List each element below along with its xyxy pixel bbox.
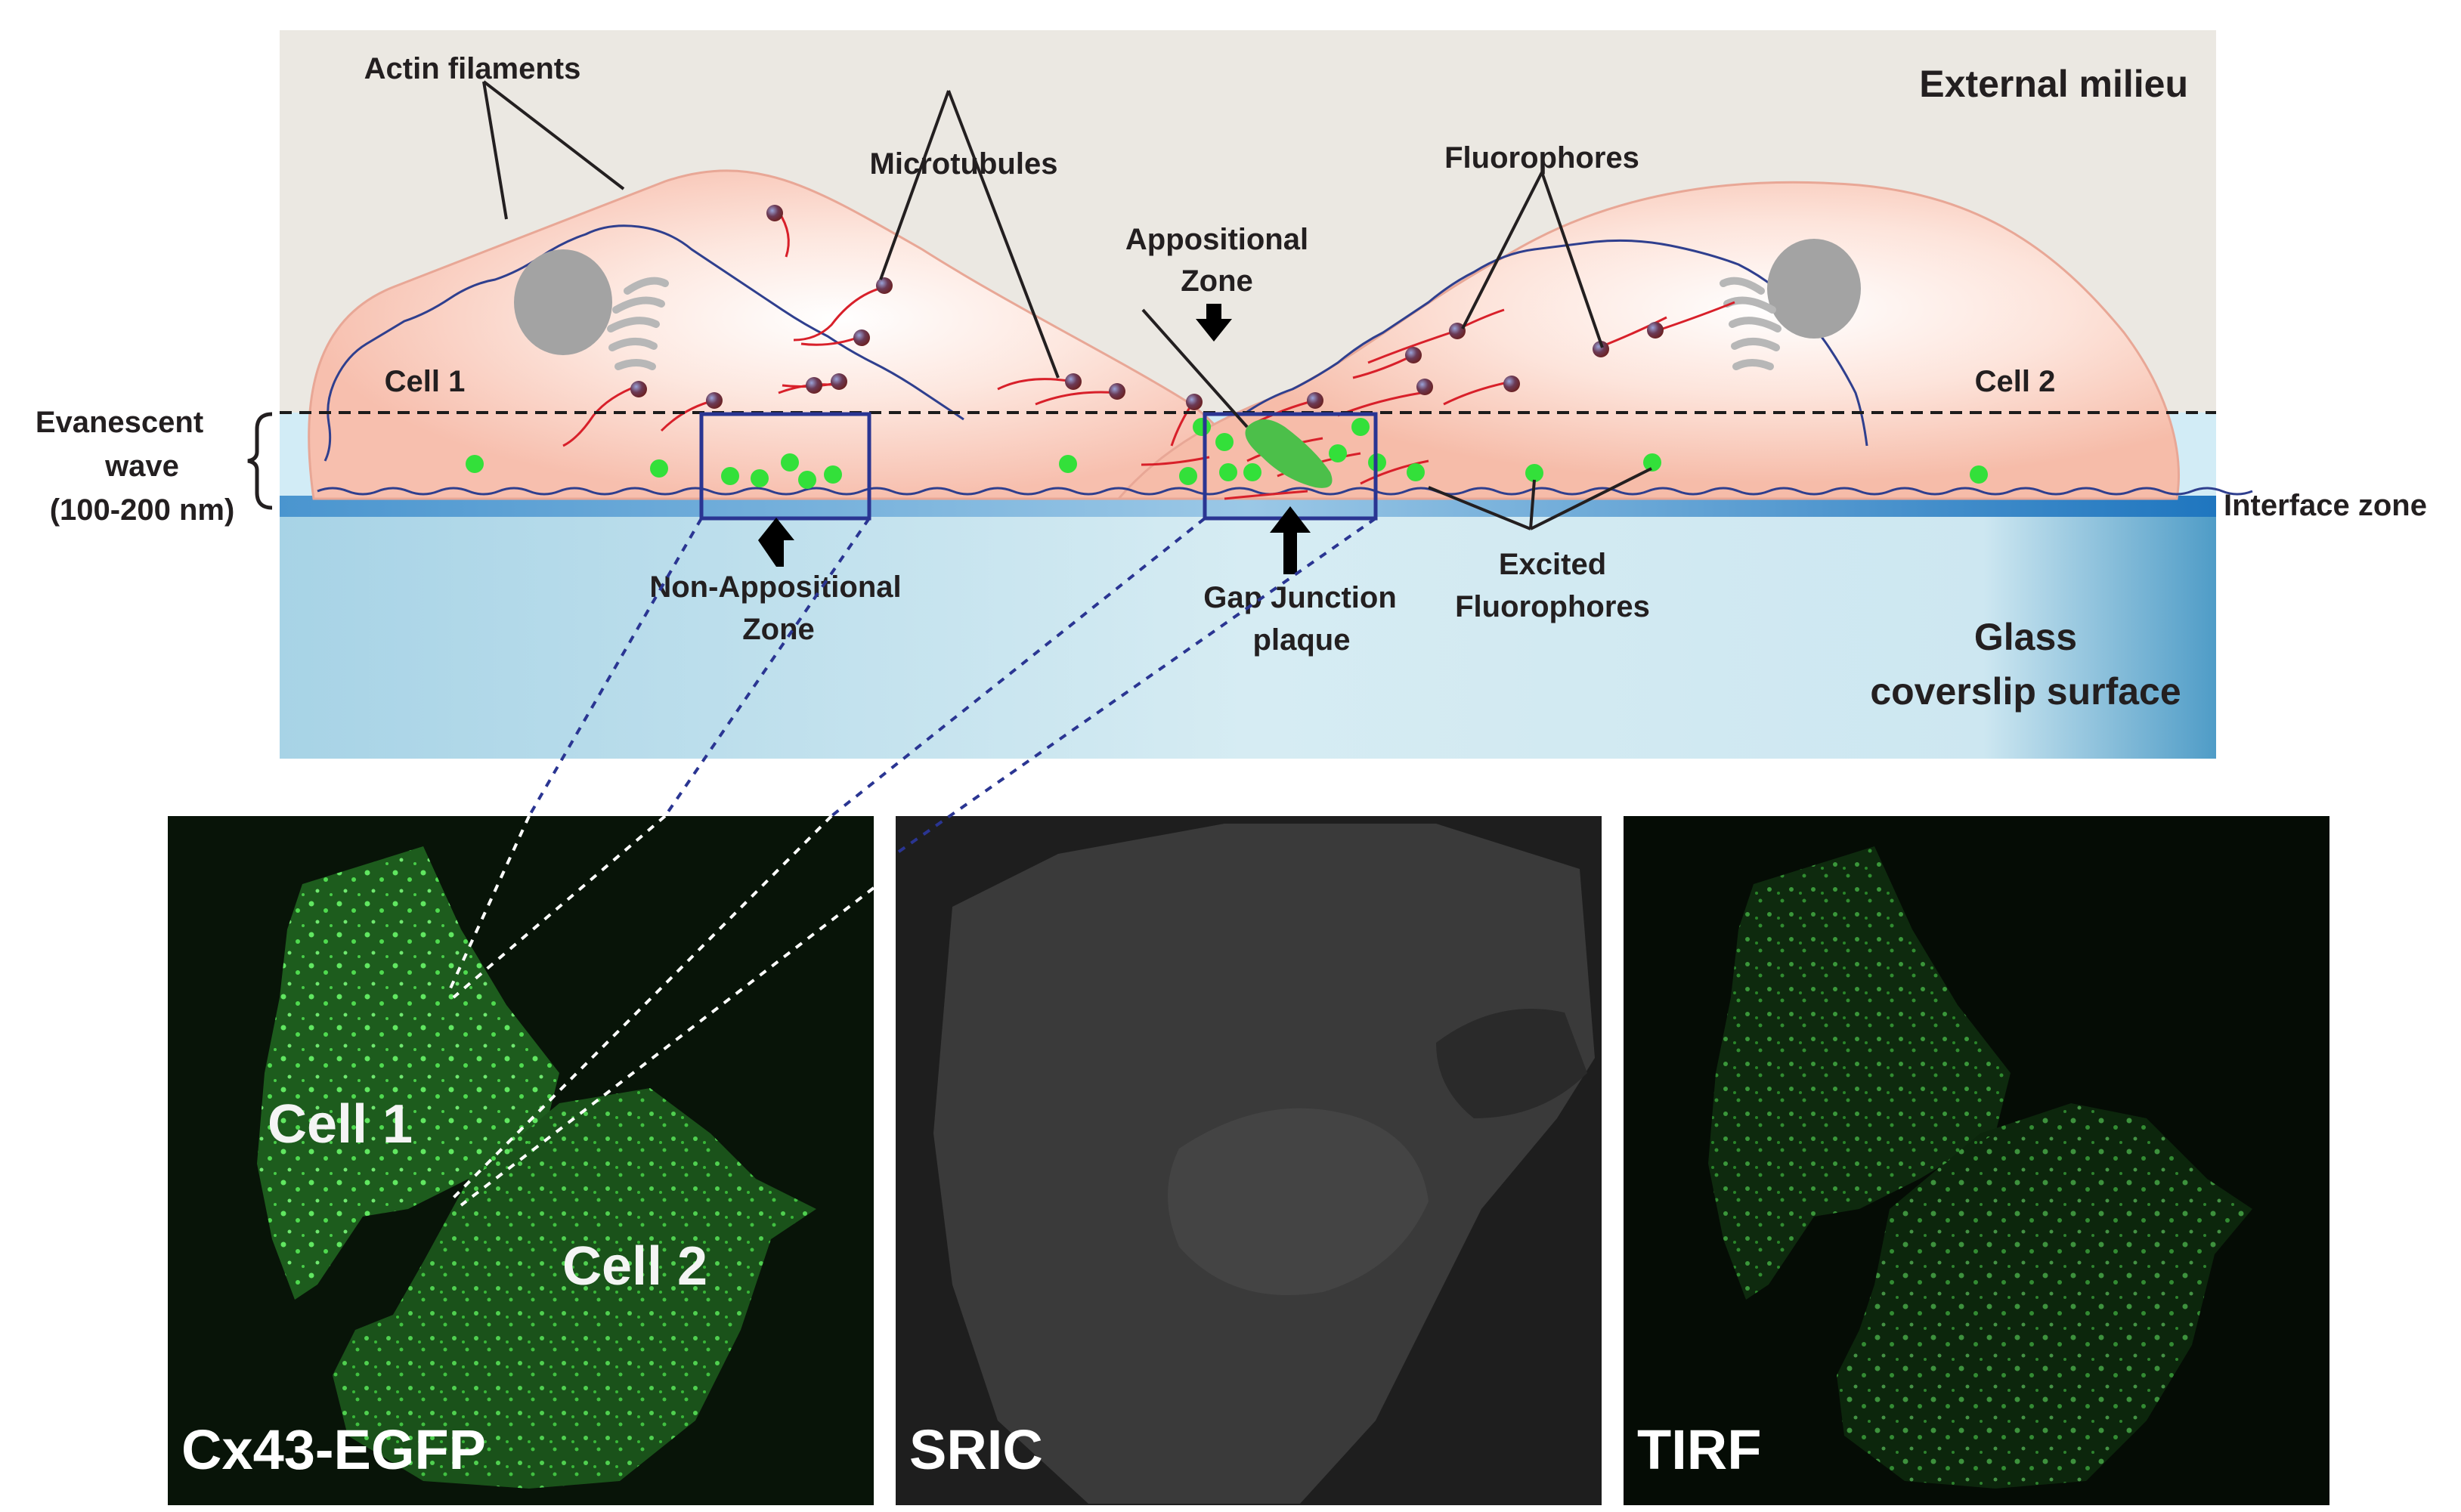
label-glass-line1: Glass xyxy=(1974,616,2077,658)
panel-cx43-label: Cx43-EGFP xyxy=(181,1418,486,1481)
down-arrow-icon xyxy=(1196,304,1232,342)
golgi-icon xyxy=(607,277,669,370)
actin-filament-cell-2 xyxy=(1246,239,1868,447)
nucleus-icon xyxy=(1767,239,1861,339)
label-excited-line2: Fluorophores xyxy=(1455,590,1650,623)
panel-sric-label: SRIC xyxy=(909,1418,1043,1481)
label-appositional-zone-line1: Appositional xyxy=(1125,223,1308,256)
label-evanescent-line2: wave xyxy=(104,450,179,483)
label-glass-line2: coverslip surface xyxy=(1870,670,2181,713)
evanescent-brace xyxy=(247,412,273,510)
panel-cx43-cell-2-label: Cell 2 xyxy=(562,1236,707,1297)
panel-tirf: TIRF xyxy=(1624,816,2329,1505)
golgi-icon xyxy=(1720,277,1782,370)
label-actin-filaments: Actin filaments xyxy=(364,52,581,85)
label-evanescent-line3: (100-200 nm) xyxy=(50,493,235,527)
nucleus-icon xyxy=(514,249,612,355)
label-excited-line1: Excited xyxy=(1499,548,1606,581)
leader-lines xyxy=(482,80,1652,530)
label-gap-junction-line2: plaque xyxy=(1253,623,1351,657)
actin-filament-base xyxy=(317,487,2253,496)
label-interface-zone: Interface zone xyxy=(2224,489,2427,522)
gap-junction-plaque xyxy=(1245,419,1333,488)
label-fluorophores: Fluorophores xyxy=(1444,141,1639,175)
glass-coverslip-region xyxy=(280,517,2216,759)
panel-cx43-cell-1-label: Cell 1 xyxy=(268,1094,413,1155)
label-cell-2: Cell 2 xyxy=(1975,365,2056,398)
label-evanescent-line1: Evanescent xyxy=(36,406,203,439)
fluorophore-dots xyxy=(630,205,1664,410)
label-microtubules: Microtubules xyxy=(870,147,1058,181)
panel-cx43-egfp: Cell 1 Cell 2 Cx43-EGFP xyxy=(168,816,874,1505)
up-arrow-icon xyxy=(758,518,794,567)
panel-tirf-label: TIRF xyxy=(1637,1418,1761,1481)
panel-sric: SRIC xyxy=(896,816,1602,1505)
label-external-milieu: External milieu xyxy=(1919,63,2188,105)
label-gap-junction-line1: Gap Junction xyxy=(1203,581,1397,614)
label-appositional-zone-line2: Zone xyxy=(1181,264,1253,298)
up-arrow-icon xyxy=(1270,506,1311,574)
non-appositional-zone-box xyxy=(699,412,871,521)
actin-filament-cell-1 xyxy=(323,224,964,462)
projection-lines xyxy=(448,517,1377,1207)
label-non-appositional-line2: Zone xyxy=(742,613,815,646)
label-cell-1: Cell 1 xyxy=(385,365,466,398)
label-non-appositional-line1: Non-Appositional xyxy=(649,570,901,604)
